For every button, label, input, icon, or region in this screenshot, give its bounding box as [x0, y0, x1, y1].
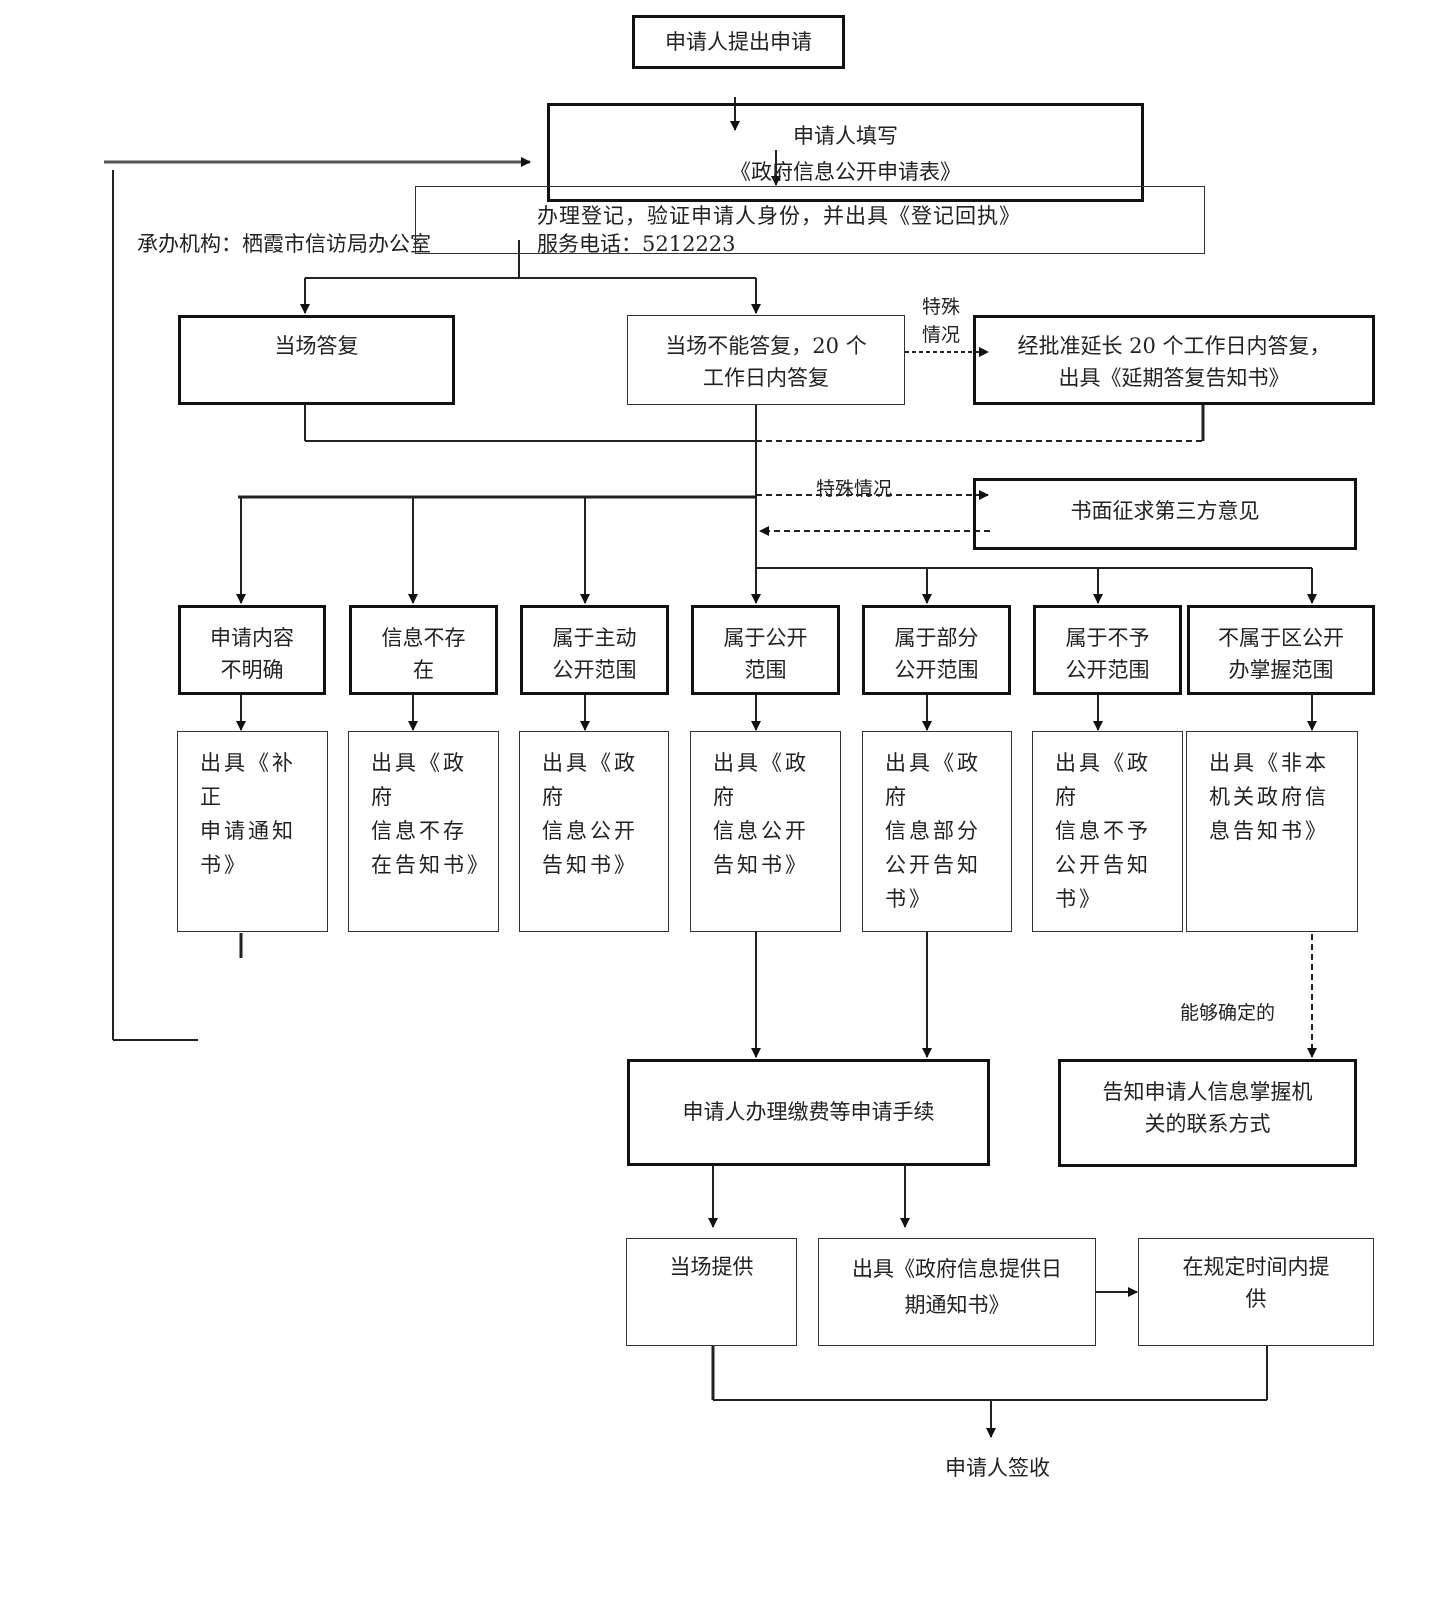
category-not-exist: 信息不存在 [349, 605, 498, 695]
node-text: 告知申请人信息掌握机 [1102, 1080, 1313, 1104]
node-extend: 经批准延长 20 个工作日内答复， 出具《延期答复告知书》 [973, 315, 1375, 405]
document-public-notice-active: 出具《政府信息公开告知书》 [519, 731, 669, 932]
category-out-of-scope: 不属于区公开办掌握范围 [1187, 605, 1375, 695]
node-text: 出具《政府 [542, 751, 638, 809]
label-text: 情况 [922, 324, 961, 346]
node-text: 不属于区公开 [1218, 626, 1344, 650]
node-text: 出具《补正 [200, 751, 296, 809]
node-text: 出具《政府 [371, 751, 467, 809]
label-text: 特殊 [922, 296, 961, 318]
node-text: 出具《政府 [885, 751, 981, 809]
document-not-public-notice: 出具《政府信息不予公开告知书》 [1032, 731, 1183, 932]
node-text: 信息不存 [381, 626, 466, 650]
special-label-1: 特殊 情况 [922, 293, 960, 349]
node-text: 机关政府信 [1209, 785, 1329, 809]
node-text: 书》 [885, 887, 933, 911]
category-not-public: 属于不予公开范围 [1033, 605, 1182, 695]
node-text: 在规定时间内提 [1182, 1255, 1330, 1279]
node-text: 当场答复 [274, 334, 359, 358]
node-text: 在告知书》 [371, 853, 491, 877]
node-reply-on-spot: 当场答复 [178, 315, 455, 405]
node-text: 出具《非本 [1209, 751, 1329, 775]
node-text: 工作日内答复 [703, 366, 829, 390]
agency-text: 承办机构：栖霞市信访局办公室 [137, 232, 431, 256]
node-text: 属于不予 [1065, 626, 1150, 650]
node-text: 书》 [200, 853, 248, 877]
category-partial-public: 属于部分公开范围 [862, 605, 1011, 695]
node-text: 出具《政府 [713, 751, 809, 809]
node-text: 信息公开 [542, 819, 638, 843]
node-text: 书》 [1055, 887, 1103, 911]
node-text: 公开告知 [885, 853, 981, 877]
node-text: 属于部分 [894, 626, 979, 650]
node-text: 《政府信息公开申请表》 [730, 160, 961, 184]
node-text: 信息公开 [713, 819, 809, 843]
node-text: 出具《政府信息提供日 [852, 1257, 1062, 1281]
node-text: 出具《政府 [1055, 751, 1151, 809]
node-text: 信息部分 [885, 819, 981, 843]
node-text: 公开告知 [1055, 853, 1151, 877]
node-fill-form: 申请人填写 《政府信息公开申请表》 [547, 103, 1144, 202]
node-provide-on-spot: 当场提供 [626, 1238, 797, 1346]
node-text: 关的联系方式 [1144, 1112, 1271, 1136]
register-text: 办理登记，验证申请人身份，并出具《登记回执》 [537, 204, 1021, 228]
node-text: 属于公开 [723, 626, 808, 650]
node-text: 出具《延期答复告知书》 [1058, 366, 1290, 390]
node-text: 告知书》 [542, 853, 638, 877]
node-text: 书面征求第三方意见 [1070, 499, 1260, 523]
can-determine-label: 能够确定的 [1180, 1002, 1276, 1024]
node-text: 申请人办理缴费等申请手续 [682, 1100, 935, 1124]
node-text: 公开范围 [552, 658, 637, 682]
node-text: 申请人填写 [793, 124, 898, 148]
category-public: 属于公开范围 [691, 605, 840, 695]
document-correction-notice: 出具《补正申请通知书》 [177, 731, 328, 932]
node-text: 在 [413, 658, 434, 682]
document-other-agency-notice: 出具《非本机关政府信息告知书》 [1186, 731, 1358, 932]
node-text: 告知书》 [713, 853, 809, 877]
node-register [415, 186, 1205, 254]
special-label-2: 特殊情况 [816, 478, 893, 500]
document-partial-public-notice: 出具《政府信息部分公开告知书》 [862, 731, 1012, 932]
node-text: 信息不予 [1055, 819, 1151, 843]
node-text: 信息不存 [371, 819, 467, 843]
node-text: 申请通知 [200, 819, 296, 843]
node-provide-in-time: 在规定时间内提供 [1138, 1238, 1374, 1346]
node-text: 范围 [744, 658, 787, 682]
node-text: 公开范围 [1065, 658, 1150, 682]
node-third-party: 书面征求第三方意见 [973, 478, 1357, 550]
node-text: 经批准延长 20 个工作日内答复， [1017, 334, 1331, 358]
phone-text: 服务电话：5212223 [537, 232, 736, 256]
category-unclear: 申请内容不明确 [178, 605, 326, 695]
node-text: 不明确 [220, 658, 284, 682]
node-reply-20days: 当场不能答复，20 个 工作日内答复 [627, 315, 905, 405]
node-text: 供 [1245, 1287, 1267, 1311]
node-text: 办掌握范围 [1228, 658, 1334, 682]
node-text: 公开范围 [894, 658, 979, 682]
document-not-exist-notice: 出具《政府信息不存在告知书》 [348, 731, 499, 932]
node-text: 当场提供 [669, 1255, 754, 1279]
node-date-notice: 出具《政府信息提供日期通知书》 [818, 1238, 1096, 1346]
node-text: 属于主动 [552, 626, 637, 650]
node-text: 申请人提出申请 [665, 30, 812, 54]
node-text: 当场不能答复，20 个 [665, 334, 867, 358]
node-sign: 申请人签收 [945, 1456, 1050, 1480]
node-text: 申请内容 [210, 626, 294, 650]
node-text: 息告知书》 [1209, 819, 1329, 843]
node-fee: 申请人办理缴费等申请手续 [627, 1059, 990, 1166]
node-start: 申请人提出申请 [632, 15, 845, 69]
document-public-notice: 出具《政府信息公开告知书》 [690, 731, 841, 932]
category-active-public: 属于主动公开范围 [520, 605, 669, 695]
node-notify-contact: 告知申请人信息掌握机关的联系方式 [1058, 1059, 1357, 1167]
node-text: 期通知书》 [904, 1293, 1010, 1317]
